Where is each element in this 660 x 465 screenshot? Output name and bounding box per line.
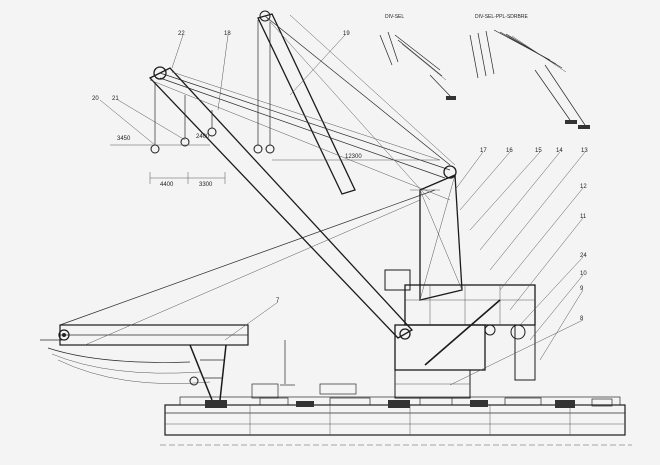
dimension-value: 3300 — [199, 182, 213, 188]
part-label: 12 — [580, 184, 587, 190]
part-label: 10 — [580, 271, 587, 277]
part-label: 7 — [276, 298, 280, 304]
detail-sketch-right — [469, 29, 590, 129]
conveyor-support-rope — [59, 189, 436, 326]
part-label: 16 — [506, 148, 513, 154]
part-label: 24 — [580, 253, 587, 259]
dimension-value: 12300 — [345, 154, 362, 160]
part-label: 14 — [556, 148, 563, 154]
dimension-value: 2400 — [196, 134, 210, 140]
part-label: 8 — [580, 316, 584, 322]
conveyor-boom — [40, 324, 249, 401]
dimension-lines — [110, 144, 440, 191]
caption-right: DIV-SEL-PPL-SDRBRE — [475, 14, 528, 20]
crane-tower — [384, 165, 536, 399]
hook-blocks — [150, 20, 275, 154]
detail-sketch-left — [379, 31, 456, 100]
part-label: 19 — [343, 31, 350, 37]
dimension-value: 4400 — [160, 182, 174, 188]
part-label: 17 — [480, 148, 487, 154]
part-label: 18 — [224, 31, 231, 37]
part-label: 11 — [580, 214, 587, 220]
part-label: 13 — [581, 148, 588, 154]
part-label: 21 — [112, 96, 119, 102]
part-label: 22 — [178, 31, 185, 37]
leader-lines — [99, 34, 586, 386]
dimension-value: 3450 — [117, 136, 131, 142]
caption-left: DIV-SEL — [385, 14, 404, 20]
main-boom — [148, 66, 414, 340]
rigging-ropes — [149, 14, 456, 201]
barge-hull — [160, 404, 632, 446]
part-label: 15 — [535, 148, 542, 154]
upper-jib — [257, 10, 356, 195]
part-label: 9 — [580, 286, 584, 292]
deck-equipment — [179, 340, 621, 408]
part-label: 20 — [92, 96, 99, 102]
